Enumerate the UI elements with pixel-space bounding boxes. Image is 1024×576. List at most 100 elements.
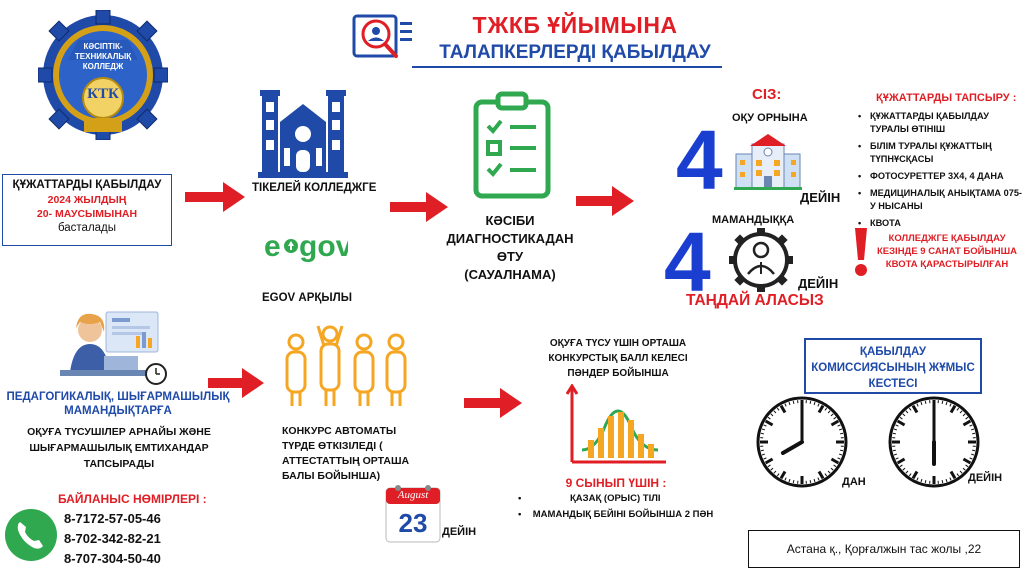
- clock-tick: [763, 457, 767, 460]
- teacher-illustration: [60, 308, 172, 390]
- clock-tick: [760, 449, 764, 452]
- college-logo: [37, 9, 169, 141]
- contest-until: ДЕЙІН: [442, 526, 477, 538]
- phone-number-3[interactable]: 8-707-304-50-40: [64, 551, 161, 566]
- phone-number-1[interactable]: 8-7172-57-05-46: [64, 511, 161, 526]
- clock-tick: [908, 473, 912, 477]
- list-item: КВОТА: [856, 217, 1022, 230]
- clock-tick: [949, 477, 952, 481]
- clock-tick: [895, 424, 899, 427]
- clock-tick: [827, 410, 831, 414]
- calendar-icon: [384, 482, 442, 544]
- clock-tick: [817, 403, 820, 407]
- clock-tick: [840, 432, 844, 435]
- clock-tick: [837, 424, 841, 427]
- address-box: Астана қ., Қорғалжын тас жолы ,22: [748, 530, 1020, 568]
- diagnostics-line2: ДИАГНОСТИКАДАН: [446, 231, 574, 246]
- clock-tick: [899, 464, 903, 468]
- contest-text: КОНКУРС АВТОМАТЫ ТҮРДЕ ӨТКІЗІЛЕДІ ( АТТЕ…: [282, 425, 410, 482]
- average-title: ОҚУҒА ТҮСУ ҮШІН ОРТАША КОНКУРСТЫҚ БАЛЛ К…: [548, 338, 688, 379]
- clock-tick: [827, 470, 831, 474]
- clock-tick: [784, 477, 787, 481]
- contacts-title: БАЙЛАНЫС НӨМІРЛЕРІ :: [58, 492, 207, 506]
- egov-channel-label: EGOV АРҚЫЛЫ: [262, 292, 353, 304]
- phone-icon[interactable]: [4, 508, 58, 562]
- list-item: МАМАНДЫҚ БЕЙІНІ БОЙЫНША 2 ПӘН: [516, 508, 716, 521]
- clock-tick: [761, 428, 766, 431]
- clock-tick: [916, 477, 919, 481]
- clock-tick: [770, 413, 774, 417]
- clock-tick: [965, 464, 969, 468]
- clock-tick: [969, 457, 973, 460]
- clock-tick: [792, 480, 795, 484]
- clock-tick: [764, 419, 774, 427]
- address-text: Астана қ., Қорғалжын тас жолы ,22: [786, 542, 982, 556]
- clock-tick: [761, 453, 766, 456]
- docs-start-box: ҚҰЖАТТАРДЫ ҚАБЫЛДАУ 2024 ЖЫЛДЫҢ 20- МАУС…: [2, 174, 172, 246]
- calendar-day: 23: [398, 508, 428, 538]
- clock-tick: [792, 400, 795, 404]
- submission-title: ҚҰЖАТТАРДЫ ТАПСЫРУ :: [876, 92, 1017, 104]
- person-gear-icon: [722, 226, 800, 294]
- title-underline: [412, 66, 722, 68]
- clock-tick: [970, 428, 975, 431]
- clock-tick: [773, 410, 777, 414]
- clock-tick: [902, 413, 906, 417]
- svg-text:e: e: [264, 230, 281, 263]
- clock-tick: [956, 473, 960, 477]
- clock-tick: [824, 473, 828, 477]
- submission-list: ҚҰЖАТТАРДЫ ҚАБЫЛДАУ ТУРАЛЫ ӨТІНІШ БІЛІМ …: [856, 110, 1022, 230]
- clock-tick: [896, 457, 906, 465]
- clock-tick: [776, 407, 780, 411]
- clock-tick: [916, 403, 919, 407]
- clock-tick: [962, 419, 972, 427]
- clock-tick: [899, 416, 903, 420]
- grade-title: 9 СЫНЫП ҮШІН :: [565, 476, 667, 490]
- clock-tick: [920, 478, 923, 483]
- creative-body: ОҚУҒА ТҮСУШІЛЕР АРНАЙЫ ЖӘНЕ ШЫҒАРМАШЫЛЫҚ…: [27, 426, 211, 470]
- arrow-right-icon: [390, 192, 448, 222]
- clock-tick: [833, 416, 837, 420]
- clock-tick: [788, 478, 791, 483]
- schedule-from-label: ДАН: [842, 476, 866, 488]
- clock-tick: [905, 410, 909, 414]
- docs-start-title: ҚҰЖАТТАРДЫ ҚАБЫЛДАУ: [12, 179, 162, 191]
- clock-end-icon: [886, 394, 982, 490]
- clock-tick: [949, 403, 952, 407]
- clock-tick: [760, 432, 764, 435]
- diagnostics-line3: ӨТУ: [496, 249, 524, 264]
- schedule-title: ҚАБЫЛДАУ КОМИССИЯСЫНЫҢ ЖҰМЫС КЕСТЕСІ: [811, 346, 975, 390]
- clock-tick: [788, 401, 791, 406]
- list-item: ФОТОСУРЕТТЕР 3Х4, 4 ДАНА: [856, 170, 1022, 183]
- clock-tick: [893, 453, 898, 456]
- clock-hour-hand: [780, 440, 804, 455]
- clock-tick: [763, 424, 767, 427]
- list-item: МЕДИЦИНАЛЫҚ АНЫҚТАМА 075-У НЫСАНЫ: [856, 187, 1022, 213]
- list-item: БІЛІМ ТУРАЛЫ ҚҰЖАТТЫҢ ТҮПНҰСҚАСЫ: [856, 140, 1022, 166]
- you-label: СІЗ:: [752, 86, 782, 103]
- clock-tick: [838, 453, 843, 456]
- header-icon: [346, 8, 416, 64]
- docs-start-date: 20- МАУСЫМЫНАН: [36, 208, 138, 220]
- clock-tick: [833, 464, 837, 468]
- clock-tick: [924, 400, 927, 404]
- clock-tick: [813, 401, 816, 406]
- clock-tick: [813, 478, 816, 483]
- svg-text:gov: gov: [299, 230, 348, 263]
- page-title: ТЖКБ ҰЙЫМЫНА: [472, 12, 678, 38]
- clock-tick: [908, 407, 912, 411]
- clock-tick: [837, 457, 841, 460]
- specialty-label: МАМАНДЫҚҚА: [712, 214, 795, 226]
- diagnostics-line4: (САУАЛНАМА): [464, 267, 556, 282]
- arrow-right-icon: [185, 182, 245, 212]
- clock-tick: [830, 413, 834, 417]
- clock-tick: [941, 400, 944, 404]
- clock-tick: [830, 457, 840, 465]
- clock-tick: [767, 416, 771, 420]
- clock-tick: [764, 457, 774, 465]
- clock-tick: [840, 449, 844, 452]
- clock-tick: [824, 407, 828, 411]
- phone-number-2[interactable]: 8-702-342-82-21: [64, 531, 161, 546]
- clock-tick: [924, 480, 927, 484]
- schedule-box: ҚАБЫЛДАУ КОМИССИЯСЫНЫҢ ЖҰМЫС КЕСТЕСІ: [804, 338, 982, 394]
